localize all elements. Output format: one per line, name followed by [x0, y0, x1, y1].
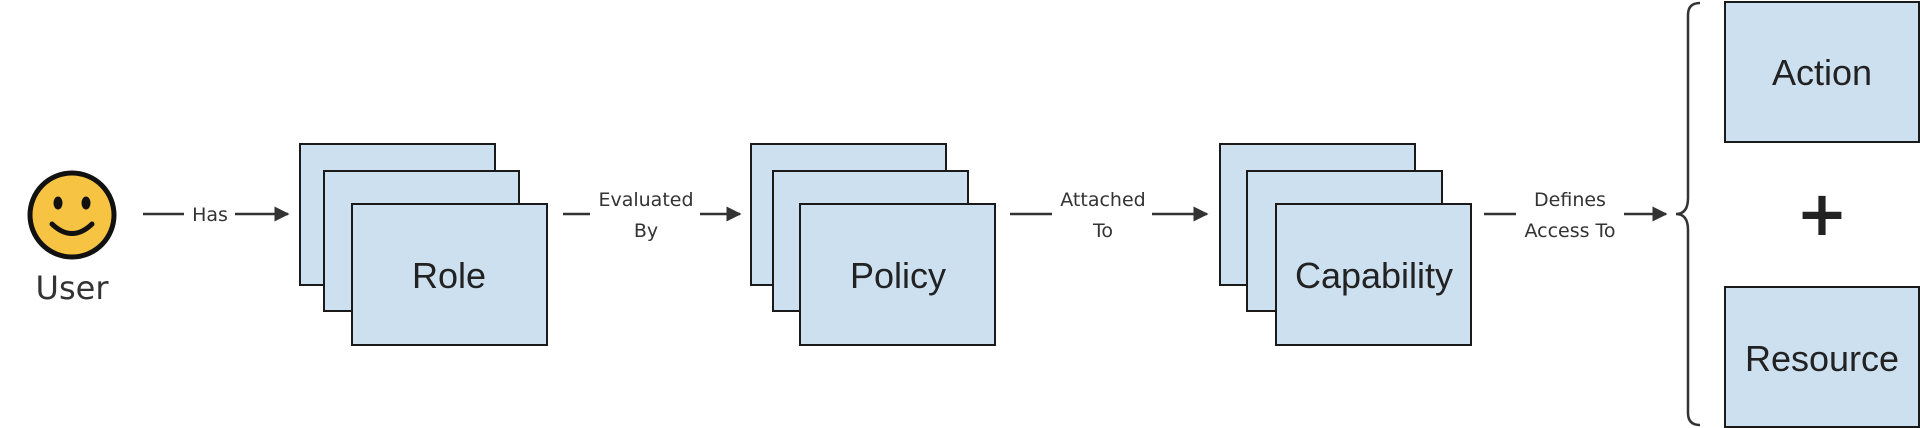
edge-defines-access-to-label-line1: Defines: [1534, 189, 1606, 211]
user-node: User: [27, 170, 117, 307]
plus-sign: +: [1796, 177, 1848, 250]
edge-attached-to: Attached To: [1010, 189, 1209, 242]
edge-has-label: Has: [192, 204, 228, 226]
capability-node: Capability: [1219, 143, 1472, 346]
role-label: Role: [412, 255, 486, 296]
resource-box: [1724, 286, 1920, 428]
resource-label: Resource: [1745, 338, 1899, 379]
edge-evaluated-by: Evaluated By: [563, 189, 742, 242]
capability-card-front: [1275, 203, 1472, 346]
curly-brace: [1675, 1, 1701, 427]
policy-card-front: [799, 203, 996, 346]
edge-defines-access-to: Defines Access To: [1484, 189, 1668, 242]
action-box: [1724, 1, 1920, 143]
edge-evaluated-by-label-line1: Evaluated: [598, 189, 693, 211]
role-card-front: [351, 203, 548, 346]
capability-label: Capability: [1295, 255, 1453, 296]
user-label: User: [36, 269, 110, 307]
action-node: Action: [1724, 1, 1920, 143]
edge-has: Has: [143, 204, 290, 226]
action-label: Action: [1772, 52, 1872, 93]
edge-attached-to-label-line1: Attached: [1060, 189, 1145, 211]
edge-defines-access-to-label-line2: Access To: [1524, 220, 1615, 242]
policy-node: Policy: [750, 143, 996, 346]
policy-label: Policy: [850, 255, 946, 296]
resource-node: Resource: [1724, 286, 1920, 428]
smiley-face-icon: [27, 170, 117, 260]
edge-attached-to-label-line2: To: [1092, 220, 1113, 242]
edge-evaluated-by-label-line2: By: [634, 220, 658, 242]
role-node: Role: [299, 143, 548, 346]
